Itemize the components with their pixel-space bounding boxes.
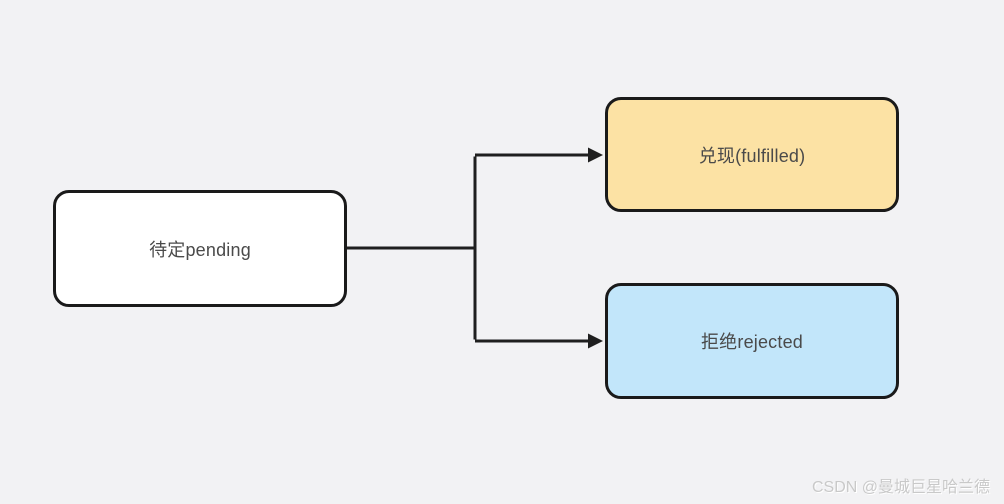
node-rejected: 拒绝rejected (605, 283, 899, 399)
node-pending: 待定pending (53, 190, 347, 307)
node-pending-label: 待定pending (149, 239, 251, 260)
watermark: CSDN @曼城巨星哈兰德 (811, 479, 990, 496)
node-fulfilled: 兑现(fulfilled) (605, 97, 899, 212)
arrowhead-rejected-icon (588, 333, 603, 349)
node-fulfilled-label: 兑现(fulfilled) (698, 145, 806, 166)
arrowhead-fulfilled-icon (588, 147, 603, 163)
node-rejected-label: 拒绝rejected (700, 332, 804, 352)
